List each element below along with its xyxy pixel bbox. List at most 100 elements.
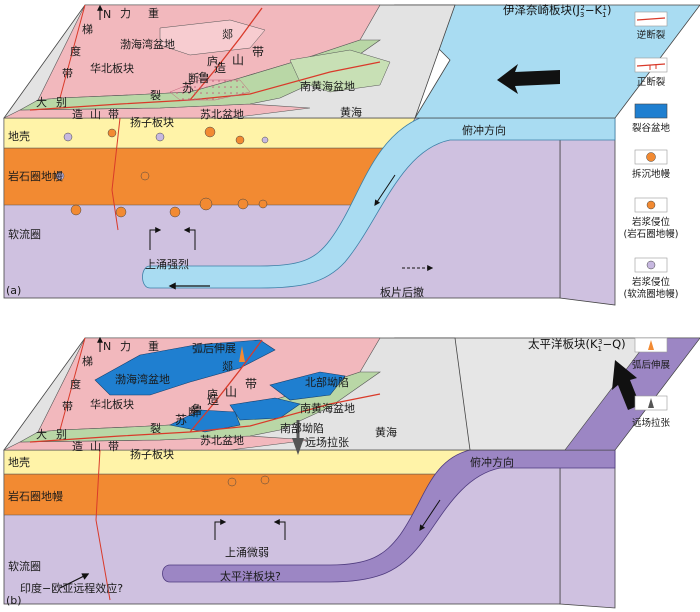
panel-a-nhh-basin xyxy=(289,49,391,93)
panel-a-upwelling-label: 上涌强烈 xyxy=(145,257,189,271)
panel-b-label-da: 大 xyxy=(36,427,47,441)
panel-a-label-shan2: 山 xyxy=(90,108,101,121)
panel-b-orogen xyxy=(19,371,381,443)
panel-a-label-tidu-2: 度 xyxy=(70,44,81,58)
panel-a-magma-crust xyxy=(55,126,269,181)
panel-b-label-lu: 庐 xyxy=(207,387,218,401)
panel-b-nhh-north-rift xyxy=(269,371,346,401)
panel-b-orogen-fault xyxy=(29,393,381,443)
legend-magma-astheno-label-2: (软流圈地幔) xyxy=(624,288,679,300)
panel-b-upwelling-label: 上涌微弱 xyxy=(225,545,269,559)
legend-magma-litho-label-2: (岩石圈地幔) xyxy=(624,228,679,240)
panel-a-bohai-basin xyxy=(159,19,266,56)
panel-a-label-zao: 造 xyxy=(214,61,226,75)
panel-a-label-subei: 苏北盆地 xyxy=(200,107,244,121)
legend-backarc-label: 弧后伸展 xyxy=(632,359,671,371)
panel-b-label-tan: 郯 xyxy=(222,359,233,373)
legend-magma-astheno-label-1: 岩浆侵位 xyxy=(632,276,671,288)
panel-b-backarc-icon xyxy=(239,346,245,362)
panel-b-label-bie: 别 xyxy=(56,428,67,441)
panel-b-label-nanhuanghai: 南黄海盆地 xyxy=(300,401,355,415)
panel-b-label-lie: 裂 xyxy=(150,422,161,435)
panel-b-label-duan: 断 xyxy=(188,405,199,419)
legend-farfield-label: 远场拉张 xyxy=(632,417,671,429)
panel-b-plate-title: 太平洋板块(K13−Q) xyxy=(528,337,626,353)
panel-b-label-huanghai: 黄海 xyxy=(375,425,397,439)
panel-a-label-lie: 裂 xyxy=(150,89,161,102)
panel-a-label-tidu-1: 梯 xyxy=(82,23,93,36)
panel-a-asthenosphere-label: 软流圈 xyxy=(8,227,41,241)
panel-a-delaminated-mantle xyxy=(70,197,268,218)
panel-b-tag: (b) xyxy=(6,594,22,607)
panel-b-deep-fault xyxy=(95,449,111,601)
panel-b-label-dai2: 带 xyxy=(108,440,119,453)
panel-a-crust-label: 地壳 xyxy=(8,129,30,143)
panel-b-label-huabei: 华北板块 xyxy=(90,397,134,411)
panel-b-pacific-slab-label: 太平洋板块? xyxy=(220,569,281,583)
panel-a-label-zhongli-1: 力 xyxy=(120,7,131,20)
legend-backarc-swatch xyxy=(648,340,654,350)
legend-delaminated-swatch xyxy=(646,152,656,162)
panel-b-plate-motion-arrow xyxy=(612,360,640,410)
panel-a-label-yangzi: 扬子板块 xyxy=(130,115,174,129)
panel-b-upwelling-arrow-1 xyxy=(214,519,227,540)
panel-b-subduction-label: 俯冲方向 xyxy=(470,455,514,469)
panel-b-label-bohai: 渤海湾盆地 xyxy=(115,372,170,386)
panel-a-label-dai: 带 xyxy=(252,45,264,59)
legend-delaminated-label: 拆沉地幔 xyxy=(632,168,671,180)
panel-b-crust xyxy=(3,449,471,475)
panel-b-label-backarc: 弧后伸展 xyxy=(192,341,236,355)
panel-a-plate-motion-arrow xyxy=(497,64,560,94)
panel-b-label-nanbu: 南部坳陷 xyxy=(280,421,324,435)
panel-b-magma-1 xyxy=(227,477,237,487)
panel-b-north-label: N xyxy=(103,340,111,353)
panel-b-label-tidu-3: 带 xyxy=(62,400,73,413)
panel-a-upwelling-arrow-1 xyxy=(149,227,162,250)
panel-b-magma-2 xyxy=(260,475,270,485)
panel-a-deep-fault xyxy=(111,117,121,231)
legend-normal-fault-label: 正断裂 xyxy=(637,76,666,88)
panel-a-label-lu: 庐 xyxy=(207,54,218,68)
panel-b-gravity-line xyxy=(59,337,86,431)
panel-b-india-label: 印度−欧亚远程效应? xyxy=(20,581,123,595)
panel-a-label-lu2: 鲁 xyxy=(198,71,210,85)
legend-farfield-swatch xyxy=(648,398,654,408)
panel-b-label-zao: 造 xyxy=(207,393,219,407)
panel-a-plate-title: 伊泽奈崎板块(J32−K11) xyxy=(503,3,611,19)
panel-b-label-beibu: 北部坳陷 xyxy=(305,375,349,389)
legend-magma-astheno-swatch xyxy=(646,260,656,270)
panel-a-rollback-label: 板片后撤 xyxy=(380,285,424,299)
panel-b: N 力 重 梯 度 带 渤海湾盆地 郯 庐 断 裂 华北板块 苏 鲁 造 山 带… xyxy=(3,336,700,609)
panel-a-tag: (a) xyxy=(6,284,21,297)
panel-a-lithosphere-label: 岩石圈地幔 xyxy=(8,169,63,183)
panel-a-gravity-line xyxy=(59,4,86,99)
legend-reverse-fault-swatch xyxy=(636,17,666,21)
panel-a-label-zao2: 造 xyxy=(72,107,83,121)
panel-b-tanlu-fault xyxy=(189,339,263,433)
panel-b-label-tidu-2: 度 xyxy=(70,377,81,391)
panel-a-label-nanhuanghai: 南黄海盆地 xyxy=(300,79,355,93)
legend-normal-fault-swatch xyxy=(636,63,666,67)
panel-a-label-dai2: 带 xyxy=(108,108,119,121)
legend-magma-litho-label-1: 岩浆侵位 xyxy=(632,216,671,228)
panel-b-label-zao2: 造 xyxy=(72,439,83,453)
panel-b-label-shan2: 山 xyxy=(90,440,101,453)
panel-b-label-farfield: 远场拉张 xyxy=(305,435,349,449)
panel-a-ocean-surface xyxy=(394,4,700,119)
panel-a-north-label: N xyxy=(103,8,111,21)
panel-a-label-bie: 别 xyxy=(56,96,67,109)
panel-b-nhh-south-rift xyxy=(229,397,301,421)
panel-a-label-tidu-3: 带 xyxy=(62,67,73,80)
panel-b-asthenosphere-label: 软流圈 xyxy=(8,559,41,573)
panel-b-label-subei: 苏北盆地 xyxy=(200,433,244,447)
panel-b-india-arrow xyxy=(59,573,90,589)
panel-a-label-tan: 郯 xyxy=(222,27,233,41)
panel-a-label-su: 苏 xyxy=(182,81,194,95)
legend-rift-swatch xyxy=(634,103,668,119)
panel-a-label-bohai: 渤海湾盆地 xyxy=(120,37,175,51)
panel-b-crust-label: 地壳 xyxy=(8,455,30,469)
panel-b-upwelling-arrow-2 xyxy=(273,519,286,540)
panel-b-label-tidu-1: 梯 xyxy=(82,355,93,368)
panel-b-label-shan: 山 xyxy=(225,385,237,399)
